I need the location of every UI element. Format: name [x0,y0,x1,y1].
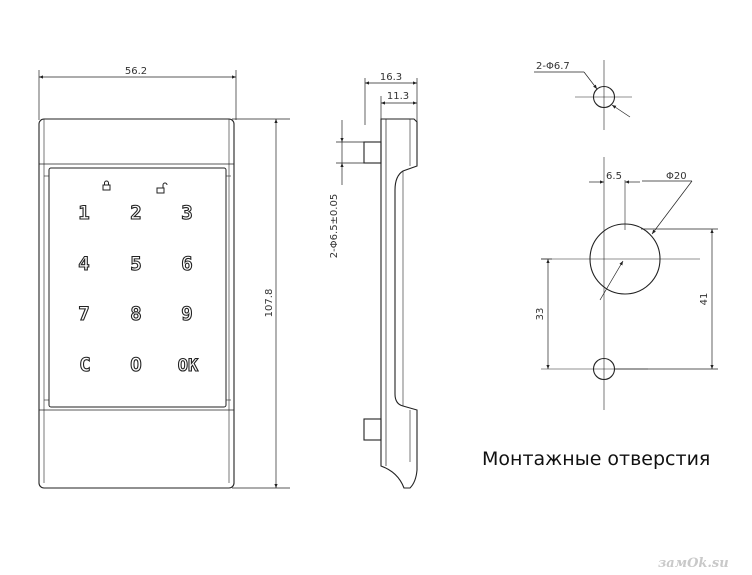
mounting-template [534,60,718,410]
keypad-panel [48,167,227,408]
offset-dimension-label: 6.5 [606,171,622,182]
key-5: 5 [130,253,141,275]
key-2: 2 [130,202,141,224]
side-view [336,78,418,489]
pin-diameter-label: 2-Φ6.5±0.05 [329,194,340,258]
key-7: 7 [78,303,89,325]
key-o: O [130,354,141,376]
key-9: 9 [181,303,192,325]
key-ok: OK [178,356,199,376]
top-mounting-hole [592,85,616,109]
large-hole-label: Φ20 [666,171,687,182]
front-view [38,70,290,489]
lock-body [38,118,235,489]
mounting-holes-caption: Монтажные отверстия [482,448,711,470]
small-hole-label: 2-Φ6.7 [536,61,570,72]
key-1: 1 [78,202,89,224]
depth-dimension-label: 16.3 [380,72,402,83]
body-depth-dimension-label: 11.3 [387,91,409,102]
key-8: 8 [130,303,141,325]
side-profile [380,118,418,489]
keypad-keys: 1 2 3 4 5 6 7 8 9 C O OK [78,201,200,376]
vertical-dimension-41: 41 [699,293,710,306]
height-dimension-label: 107.8 [264,289,275,318]
bottom-pin [363,418,382,441]
unlocked-icon [156,182,168,194]
top-pin [363,141,382,164]
vertical-dimension-33: 33 [535,308,546,321]
width-dimension-label: 56.2 [125,66,147,77]
key-c: C [79,354,90,376]
key-6: 6 [181,253,192,275]
key-3: 3 [181,202,192,224]
locked-icon [102,180,111,191]
site-watermark: замOk.su [658,556,729,571]
key-4: 4 [78,253,89,275]
